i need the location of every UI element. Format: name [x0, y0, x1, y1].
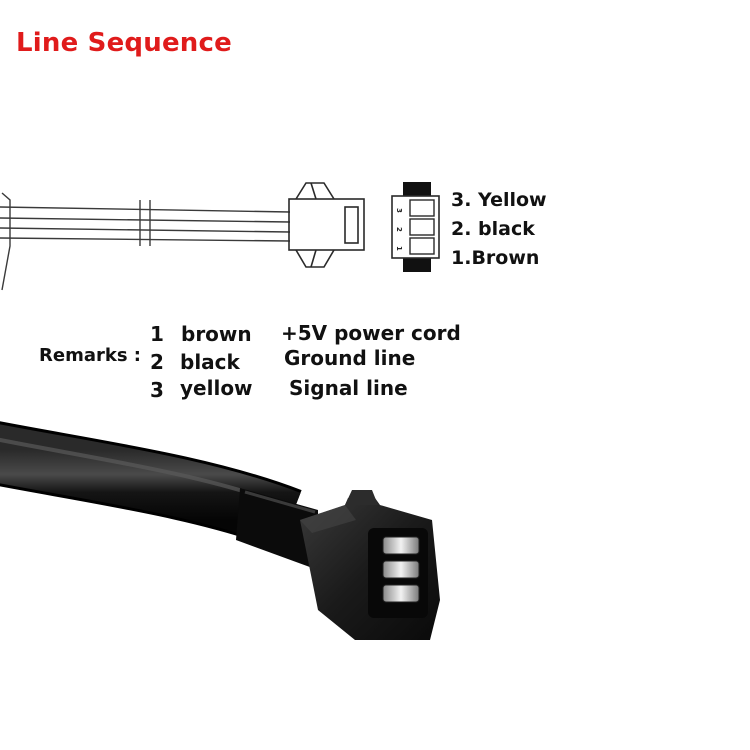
remark-1-function: +5V power cord	[281, 321, 461, 345]
face-mark-2: 2	[395, 227, 403, 232]
pin-label-3: 3. Yellow	[451, 189, 547, 211]
remark-1-color: brown	[181, 322, 252, 346]
remark-3-function: Signal line	[289, 376, 408, 400]
remark-3-color: yellow	[180, 376, 253, 400]
remark-1-number: 1	[150, 322, 164, 346]
connector-side-view	[288, 182, 365, 268]
wire-bundle	[0, 192, 291, 291]
remark-3-number: 3	[150, 378, 164, 402]
remarks-label: Remarks :	[39, 345, 141, 366]
plug-pin-2	[382, 560, 420, 579]
plug-pin-3	[382, 584, 420, 603]
connector-face-view	[391, 182, 440, 272]
remark-2-number: 2	[150, 350, 164, 374]
remark-2-color: black	[180, 350, 240, 374]
connector-face-marks: 3 2 1	[395, 208, 403, 251]
face-mark-1: 1	[395, 246, 403, 251]
cable-photo	[0, 421, 318, 570]
pin-label-1: 1.Brown	[451, 247, 540, 269]
plug-pin-1	[382, 536, 420, 555]
pin-label-2: 2. black	[451, 218, 535, 240]
plug-photo	[300, 490, 440, 640]
remark-2-function: Ground line	[284, 346, 416, 370]
face-mark-3: 3	[395, 208, 403, 213]
page-title: Line Sequence	[16, 28, 232, 58]
